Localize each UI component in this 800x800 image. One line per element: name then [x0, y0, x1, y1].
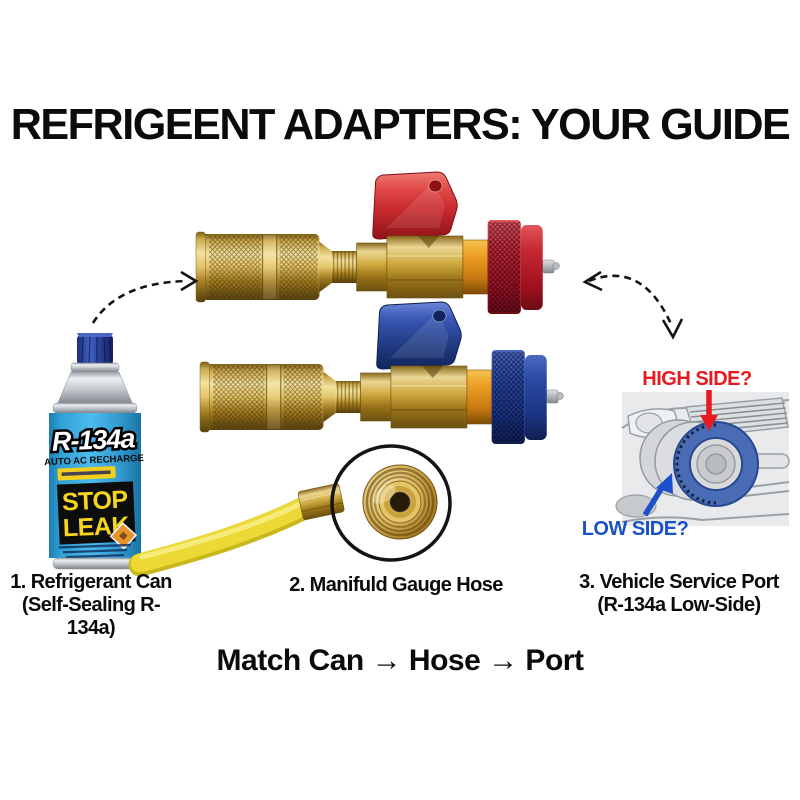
magnifier-circle: [330, 444, 452, 562]
caption-3-line-1: 3. Vehicle Service Port: [579, 571, 779, 593]
adapter-red: [195, 171, 560, 314]
vehicle-port-illustration: [615, 392, 790, 526]
high-side-arrow: [700, 390, 718, 431]
adapter-blue: [199, 301, 564, 444]
low-side-label: LOW SIDE?: [581, 518, 689, 540]
page-title: REFRIGEENT ADAPTERS: YOUR GUIDE: [10, 100, 791, 149]
caption-1-line-2: (Self-Sealing R-134a): [21, 594, 161, 639]
refrigerant-can: R-134a AUTO AC RECHARGE STOP LEAK: [44, 333, 144, 570]
caption-refrigerant-can: 1. Refrigerant Can (Self-Sealing R-134a): [0, 571, 182, 640]
can-stop-text: STOP: [61, 486, 128, 517]
gauge-hose: [128, 444, 452, 577]
high-side-label: HIGH SIDE?: [642, 368, 752, 390]
hose-fitting-face: [362, 464, 438, 540]
arrow-adapter-to-port: [582, 270, 684, 340]
arrow-can-to-adapter: [91, 270, 199, 324]
caption-3-line-2: (R-134a Low-Side): [597, 594, 761, 616]
caption-service-port: 3. Vehicle Service Port (R-134a Low-Side…: [564, 571, 794, 617]
can-product-text: R-134a: [51, 423, 136, 457]
caption-1-line-1: 1. Refrigerant Can: [10, 571, 172, 593]
can-stopleak-box: [57, 481, 136, 545]
match-instruction: Match Can → Hose → Port: [216, 644, 584, 677]
caption-gauge-hose: 2. Manifuld Gauge Hose: [289, 574, 503, 596]
low-side-arrow: [642, 473, 673, 517]
can-subtitle-text: AUTO AC RECHARGE: [44, 453, 144, 468]
can-hazard-diamond-icon: [109, 522, 138, 550]
